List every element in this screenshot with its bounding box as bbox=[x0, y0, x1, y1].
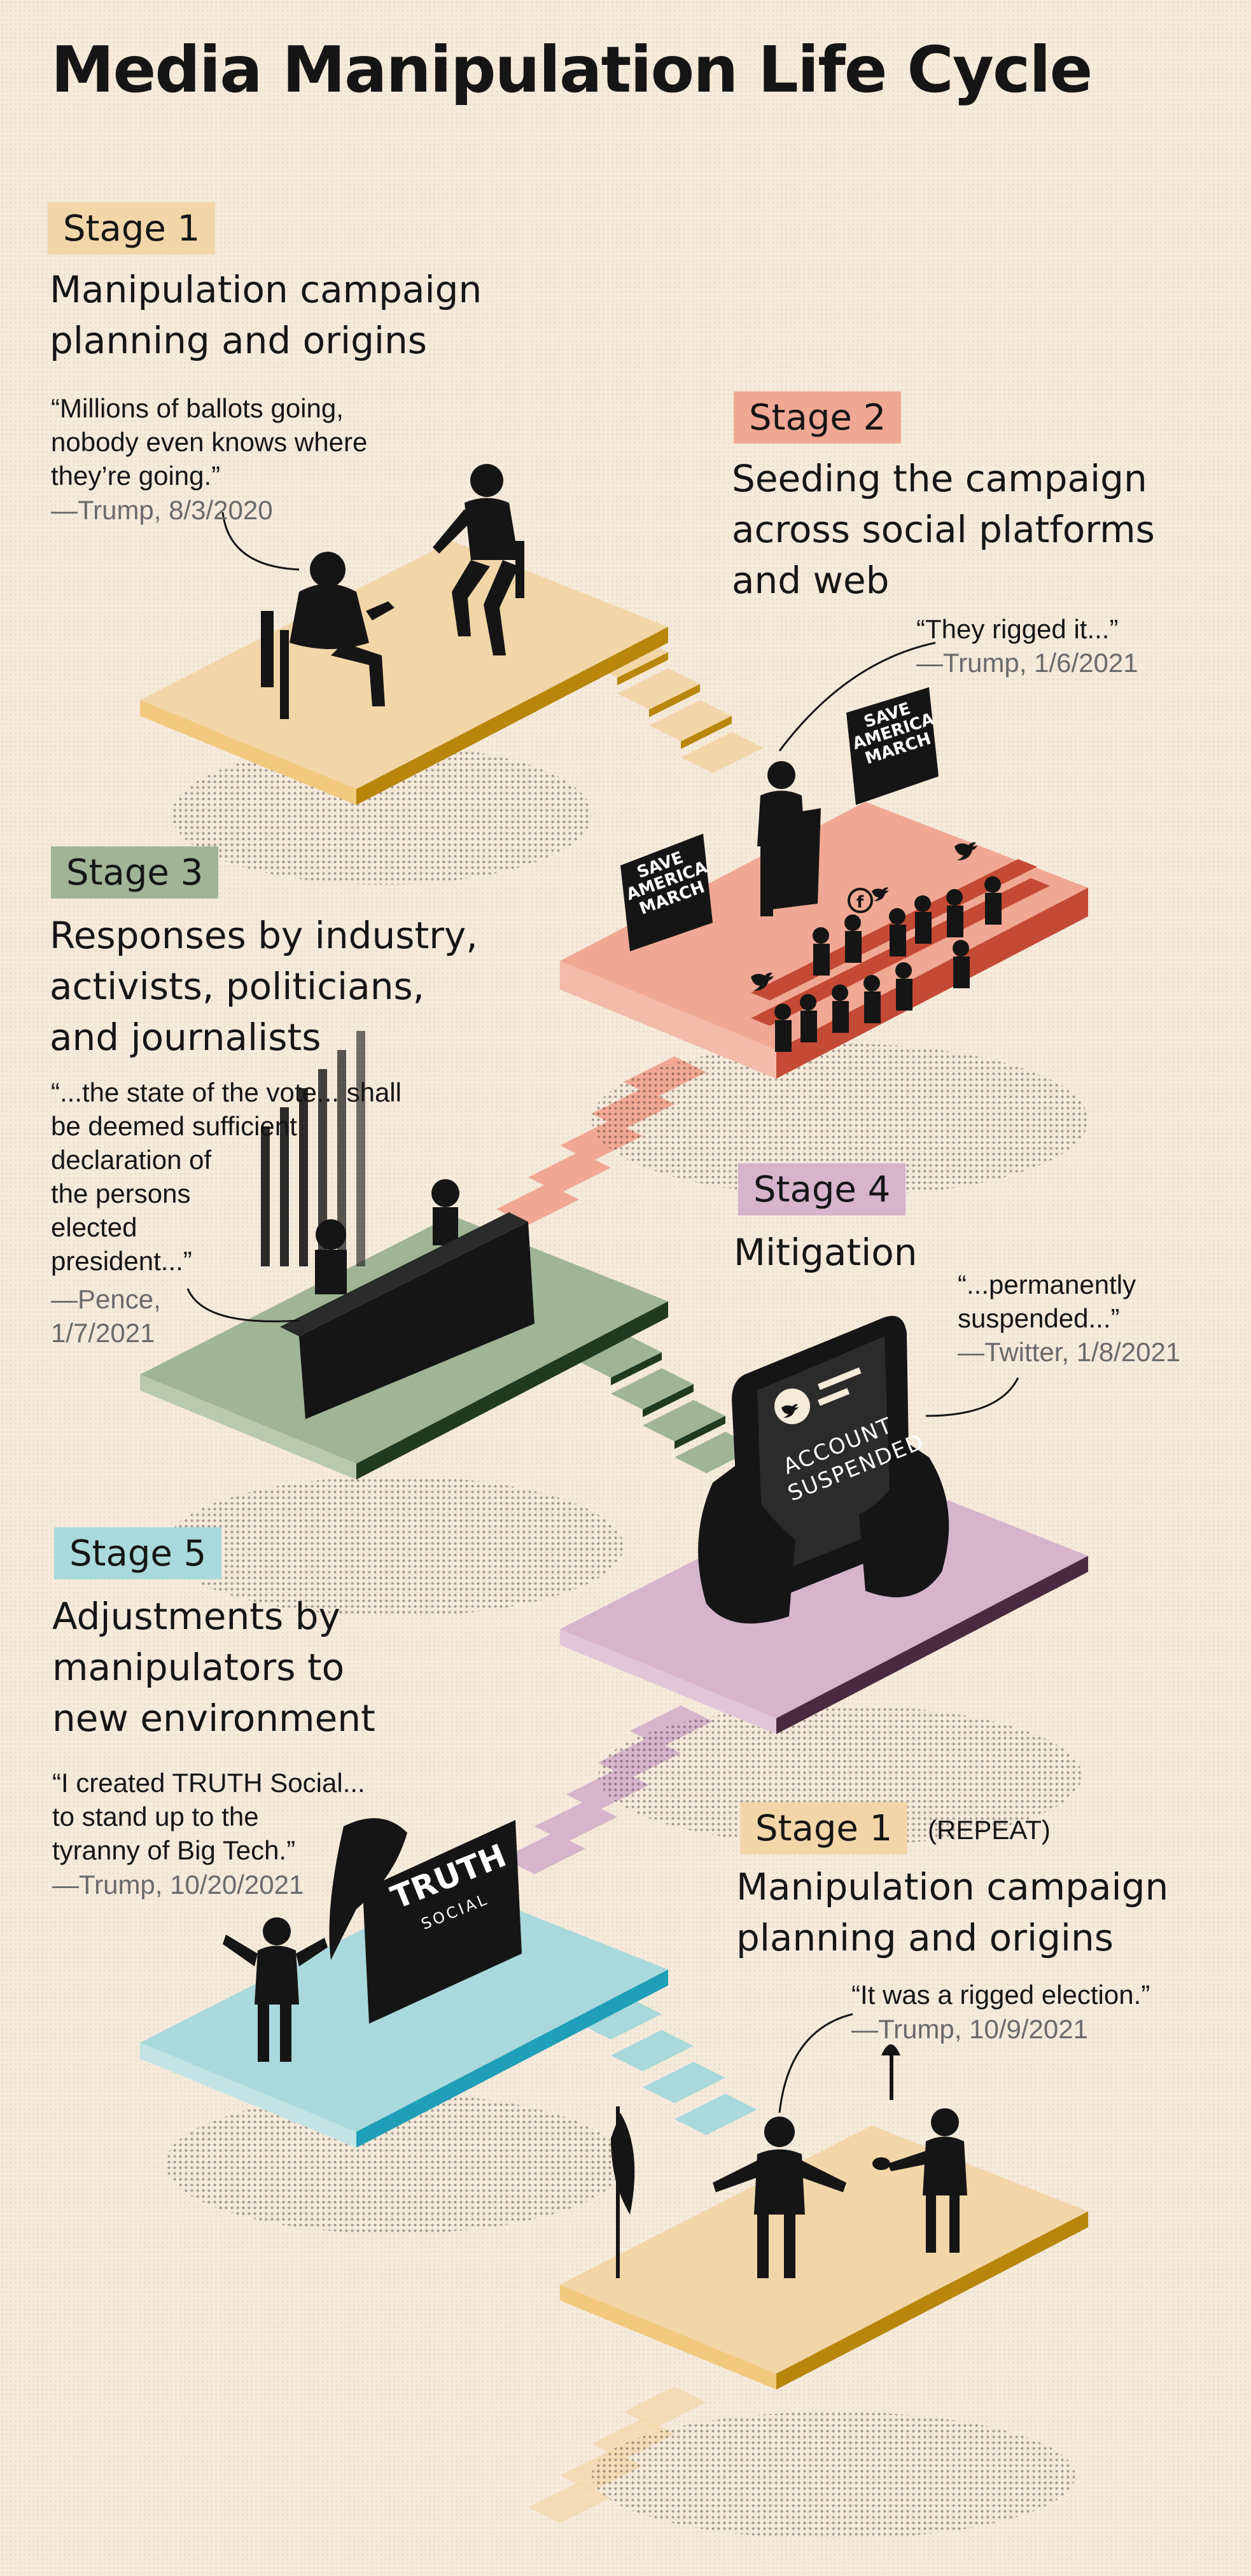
stage-2-quote: “They rigged it...” bbox=[916, 614, 1119, 644]
facebook-icon: f bbox=[848, 888, 873, 913]
seated-men-figures bbox=[261, 464, 524, 719]
staircase-5-to-1 bbox=[579, 1998, 757, 2135]
svg-text:f: f bbox=[856, 893, 864, 912]
twitter-bird-icon bbox=[751, 842, 977, 991]
stage-3-attribution: —Pence, 1/7/2021 bbox=[51, 1284, 161, 1348]
callout-line-2 bbox=[778, 641, 936, 752]
interview-scene bbox=[611, 2044, 967, 2278]
stage-5-attribution: —Trump, 10/20/2021 bbox=[52, 1870, 304, 1900]
staircase-3-to-4 bbox=[579, 1336, 757, 1473]
stage-1-badge: Stage 1 bbox=[48, 202, 216, 255]
stage-5-heading: Adjustments by manipulators to new envir… bbox=[52, 1595, 375, 1740]
stage-1-repeat-heading: Manipulation campaign planning and origi… bbox=[736, 1865, 1169, 1959]
stage-4-badge: Stage 4 bbox=[738, 1163, 906, 1215]
stage-3-heading: Responses by industry, activists, politi… bbox=[50, 914, 478, 1059]
platform-stage-4 bbox=[560, 1470, 1088, 1734]
stage-5-badge: Stage 5 bbox=[54, 1527, 222, 1579]
congress-desk-scene bbox=[261, 1031, 535, 1419]
stage-4-quote: “...permanently suspended...” bbox=[958, 1270, 1136, 1333]
stage-1-heading: Manipulation campaign planning and origi… bbox=[50, 268, 482, 362]
truth-social-scene bbox=[223, 1818, 522, 2062]
platform-stage-1 bbox=[140, 541, 668, 805]
callout-line-3 bbox=[186, 1288, 300, 1322]
rally-scene: f bbox=[620, 687, 1002, 1052]
save-america-sign-right bbox=[846, 687, 939, 805]
flag-stripes bbox=[261, 1031, 365, 1266]
suspended-phone-scene bbox=[698, 1315, 949, 1624]
callout-line-5 bbox=[778, 2013, 853, 2113]
stage-3-badge: Stage 3 bbox=[51, 846, 219, 899]
stage-1-repeat-quote: “It was a rigged election.” bbox=[851, 1980, 1150, 2010]
stage-4-heading: Mitigation bbox=[734, 1231, 918, 1274]
platform-stage-1-repeat bbox=[560, 2125, 1088, 2390]
stage-2-heading: Seeding the campaign across social platf… bbox=[732, 457, 1155, 602]
stage-1-repeat-badge: Stage 1 bbox=[740, 1802, 908, 1854]
twitter-bird-icon bbox=[781, 1404, 799, 1418]
stage-4-attribution: —Twitter, 1/8/2021 bbox=[958, 1337, 1181, 1367]
page-title: Media Manipulation Life Cycle bbox=[51, 32, 1093, 107]
platform-shadows bbox=[165, 745, 1088, 2539]
callout-line-4 bbox=[925, 1377, 1019, 1417]
platform-stage-5 bbox=[140, 1884, 668, 2148]
save-america-sign-left bbox=[620, 834, 713, 951]
stage-1-attribution: —Trump, 8/3/2020 bbox=[51, 495, 273, 525]
stage-3-quote: “...the state of the vote... shall be de… bbox=[51, 1077, 402, 1276]
stage-1-quote: “Millions of ballots going, nobody even … bbox=[51, 393, 368, 491]
stage-1-repeat-attribution: —Trump, 10/9/2021 bbox=[851, 2014, 1088, 2044]
stage-5-quote: “I created TRUTH Social... to stand up t… bbox=[52, 1768, 365, 1865]
stage-2-badge: Stage 2 bbox=[734, 391, 902, 444]
repeat-label: (REPEAT) bbox=[928, 1815, 1051, 1845]
callout-line-1 bbox=[221, 512, 300, 571]
stage-2-attribution: —Trump, 1/6/2021 bbox=[916, 648, 1138, 678]
